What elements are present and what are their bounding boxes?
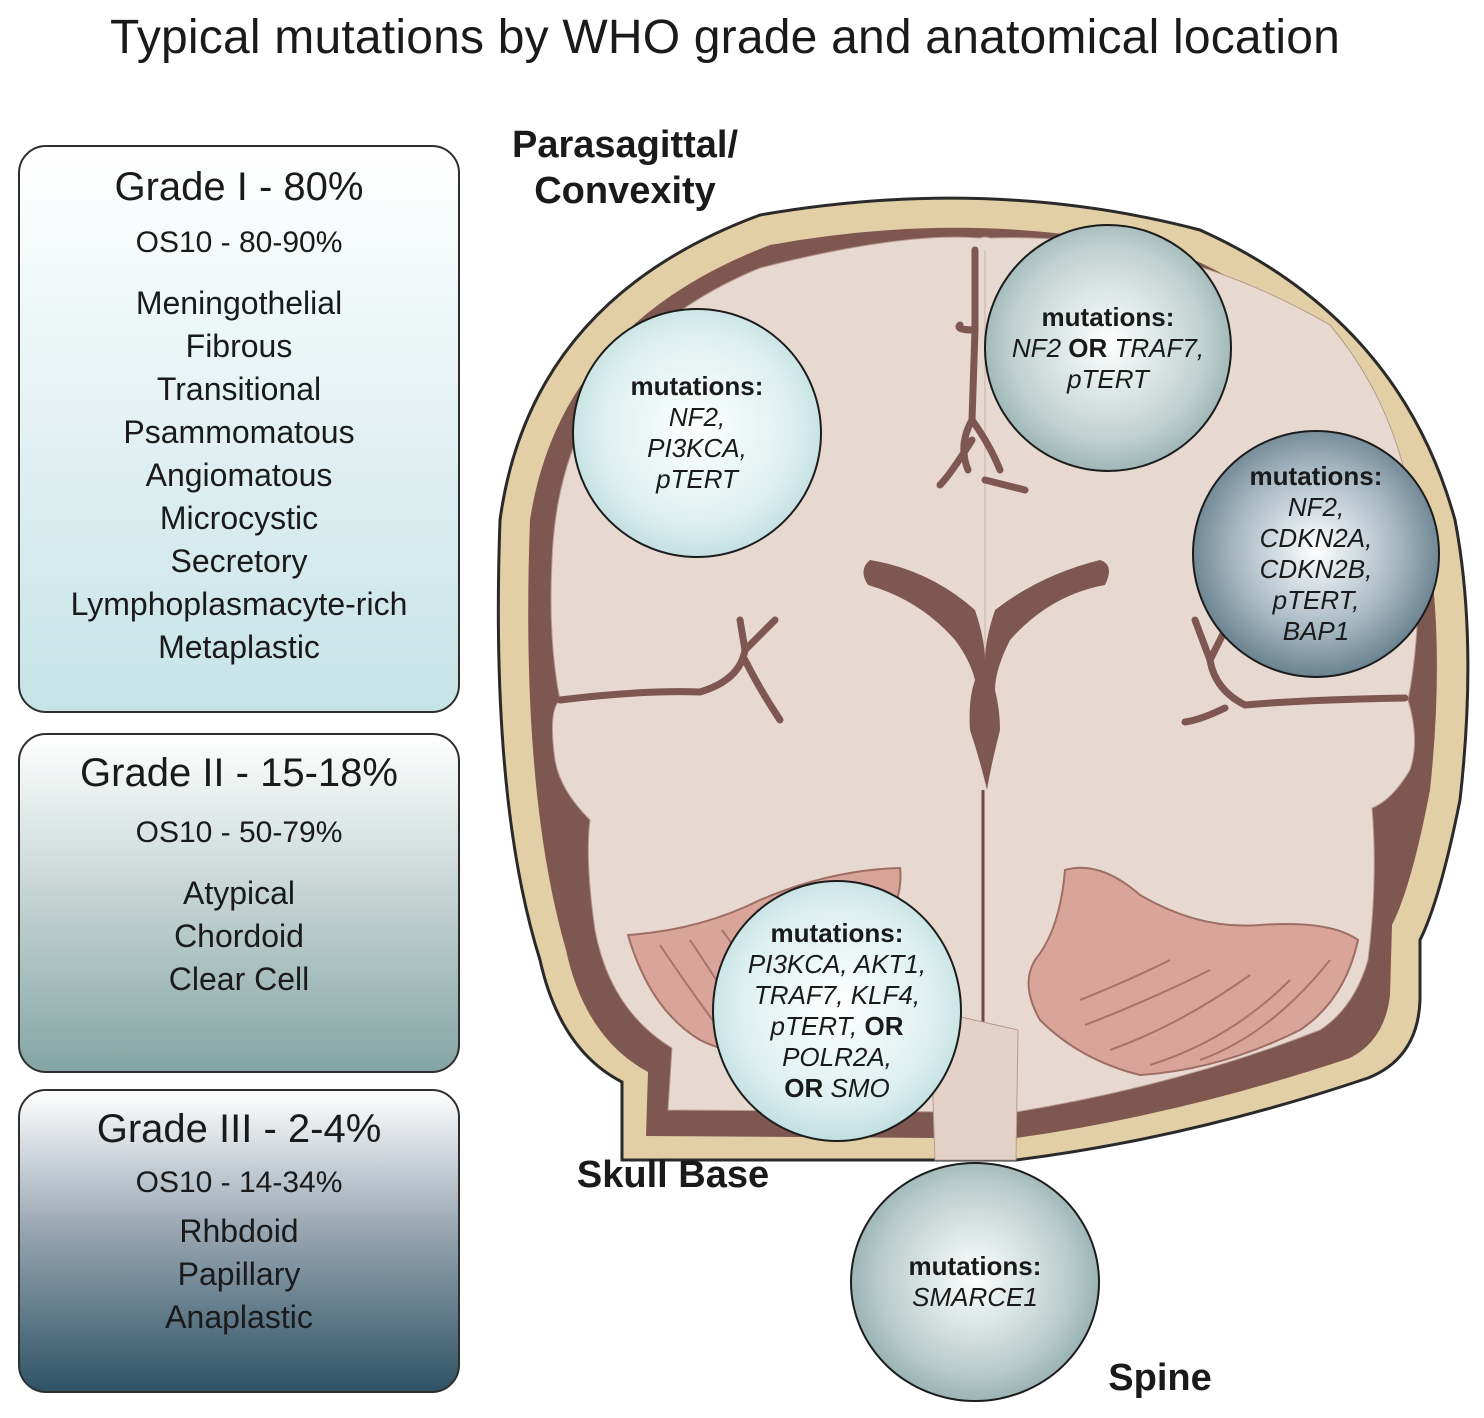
mutation-or: OR: [864, 1011, 904, 1041]
grade-3-title: Grade III - 2-4%: [96, 1107, 382, 1151]
mutation-gene-line: PI3KCA, AKT1,: [747, 949, 927, 979]
sulcus-left-upper: [936, 246, 1029, 494]
subtype-item: Chordoid: [174, 918, 304, 954]
mutation-or: OR: [784, 1073, 824, 1103]
subtype-item: Papillary: [177, 1256, 301, 1292]
mutations-bubble-convexity: mutations: NF2 OR TRAF7, pTERT: [984, 224, 1232, 472]
label-parasagittal-convexity: Parasagittal/ Convexity: [480, 122, 770, 214]
mutation-gene: NF2,: [668, 402, 726, 432]
mutation-gene: pTERT,: [770, 1011, 858, 1041]
subtype-item: Clear Cell: [168, 961, 310, 997]
mutation-gene: NF2,: [1287, 492, 1345, 522]
mutation-gene: TRAF7,: [1114, 332, 1205, 363]
label-parasagittal: Parasagittal/: [512, 124, 738, 166]
mutation-gene: pTERT: [1067, 363, 1149, 394]
grade-2-os10: OS10 - 50-79%: [135, 816, 343, 849]
mutations-bubble-parasagittal: mutations: NF2, PI3KCA, pTERT: [572, 308, 822, 558]
mutation-gene: POLR2A,: [782, 1042, 892, 1072]
subtype-item: Microcystic: [159, 500, 319, 536]
mutation-line: NF2 OR TRAF7,: [1012, 333, 1204, 364]
mutation-gene: NF2: [1011, 332, 1062, 363]
mutations-heading: mutations:: [770, 918, 904, 948]
mutations-bubble-grade3: mutations: NF2, CDKN2A, CDKN2B, pTERT, B…: [1192, 430, 1440, 678]
mutation-gene: SMO: [830, 1073, 890, 1103]
label-skull-base: Skull Base: [576, 1154, 770, 1196]
mutations-bubble-spine: mutations: SMARCE1: [850, 1162, 1100, 1402]
mutations-heading: mutations:: [908, 1251, 1042, 1281]
mutation-gene: pTERT: [656, 464, 738, 494]
grade-1-title: Grade I - 80%: [114, 165, 364, 209]
mutation-gene: pTERT,: [1272, 585, 1360, 615]
mutation-or: OR: [1068, 332, 1108, 363]
grade-3-os10: OS10 - 14-34%: [135, 1166, 343, 1199]
subtype-item: Atypical: [182, 875, 296, 911]
grade-1-os10: OS10 - 80-90%: [135, 226, 343, 259]
mutation-gene: CDKN2B,: [1259, 554, 1373, 584]
label-convexity: Convexity: [534, 170, 716, 212]
mutation-gene: CDKN2A,: [1259, 523, 1373, 553]
grade-1-subtypes: Meningothelial Fibrous Transitional Psam…: [20, 282, 458, 669]
mutation-gene: BAP1: [1282, 616, 1350, 646]
subtype-item: Secretory: [170, 543, 308, 579]
lateral-ventricles: [863, 560, 1109, 790]
mutations-heading: mutations:: [630, 371, 764, 401]
mutation-gene: SMARCE1: [912, 1282, 1038, 1312]
mutations-heading: mutations:: [1249, 461, 1383, 491]
subtype-item: Metaplastic: [158, 629, 320, 665]
grade-3-subtypes: Rhbdoid Papillary Anaplastic: [20, 1210, 458, 1339]
mutation-gene-line: TRAF7, KLF4,: [753, 980, 921, 1010]
label-spine: Spine: [1108, 1357, 1212, 1399]
subtype-item: Angiomatous: [145, 457, 333, 493]
figure-title: Typical mutations by WHO grade and anato…: [109, 11, 1341, 64]
grade-2-box: Grade II - 15-18% OS10 - 50-79% Atypical…: [18, 733, 460, 1073]
mutation-line: pTERT, OR: [771, 1011, 904, 1042]
subtype-item: Psammomatous: [123, 414, 355, 450]
mutation-line: OR SMO: [784, 1073, 889, 1104]
mutations-bubble-skull-base: mutations: PI3KCA, AKT1, TRAF7, KLF4, pT…: [712, 880, 962, 1142]
grade-2-subtypes: Atypical Chordoid Clear Cell: [20, 872, 458, 1001]
grade-1-box: Grade I - 80% OS10 - 80-90% Meningotheli…: [18, 145, 460, 713]
subtype-item: Fibrous: [185, 328, 293, 364]
mutation-gene: PI3KCA,: [647, 433, 747, 463]
sulcus-left-mid: [556, 616, 784, 724]
subtype-item: Meningothelial: [135, 285, 343, 321]
grade-3-box: Grade III - 2-4% OS10 - 14-34% Rhbdoid P…: [18, 1089, 460, 1393]
mutations-heading: mutations:: [1041, 301, 1175, 332]
grade-2-title: Grade II - 15-18%: [80, 751, 398, 795]
subtype-item: Anaplastic: [165, 1299, 313, 1335]
cerebellum-right: [1027, 866, 1360, 1077]
subtype-item: Lymphoplasmacyte-rich: [70, 586, 408, 622]
subtype-item: Transitional: [156, 371, 322, 407]
subtype-item: Rhbdoid: [179, 1213, 299, 1249]
